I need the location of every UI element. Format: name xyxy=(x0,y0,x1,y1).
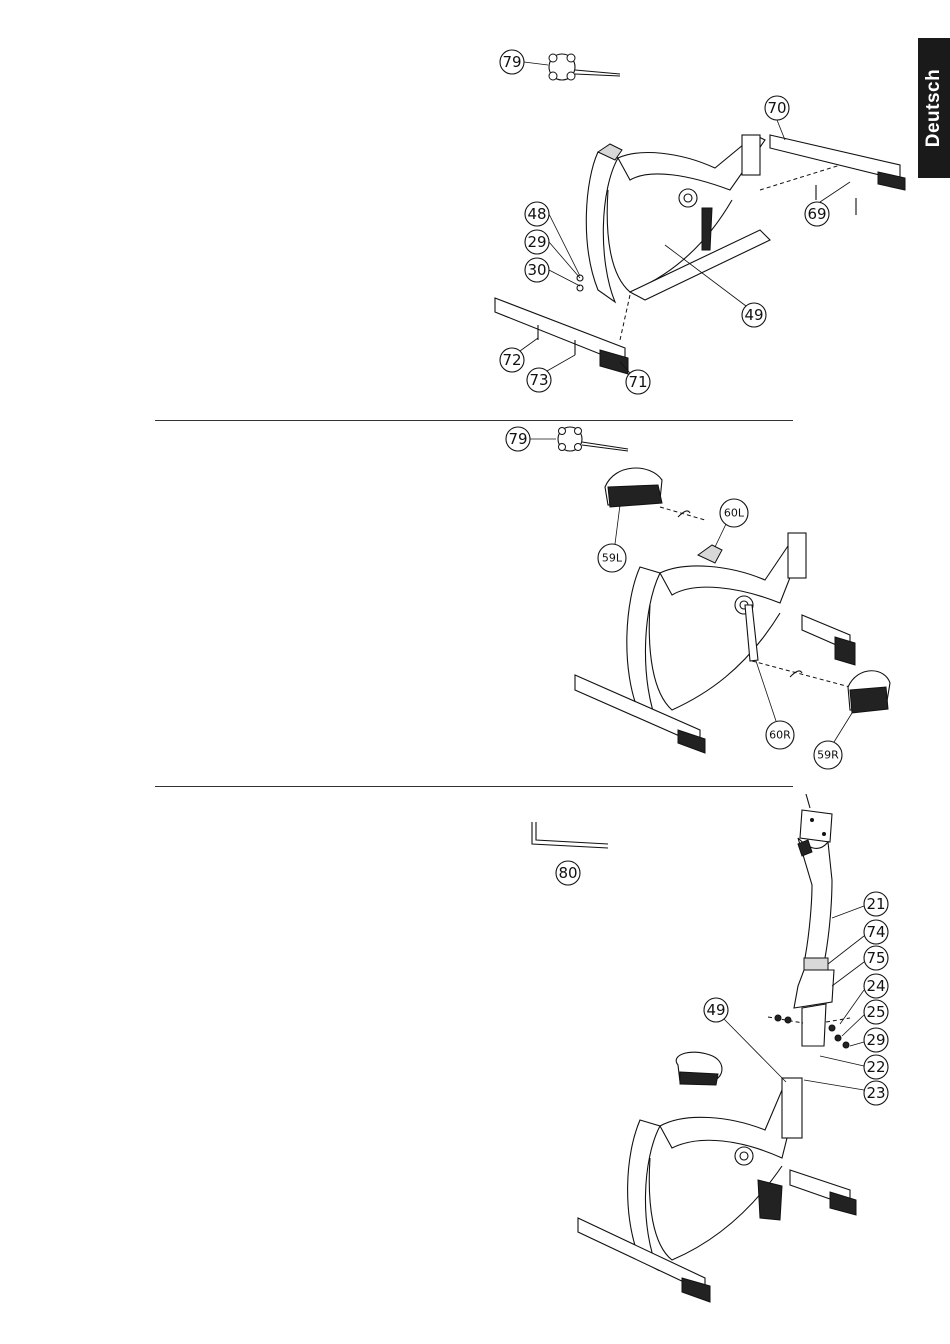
svg-text:79: 79 xyxy=(502,53,521,71)
part-label-60R: 60R xyxy=(766,721,794,749)
svg-text:29: 29 xyxy=(866,1031,885,1049)
svg-text:72: 72 xyxy=(502,351,521,369)
allen-key-icon xyxy=(532,822,608,848)
part-label-30: 30 xyxy=(525,258,549,282)
handlebar-post xyxy=(768,794,850,1048)
part-label-80: 80 xyxy=(556,861,580,885)
bike-frame xyxy=(586,135,850,340)
svg-text:70: 70 xyxy=(767,99,786,117)
cross-wrench-icon xyxy=(558,427,628,451)
svg-text:60L: 60L xyxy=(724,507,745,520)
svg-text:25: 25 xyxy=(866,1003,885,1021)
part-label-59L: 59L xyxy=(598,544,626,572)
svg-text:24: 24 xyxy=(866,977,885,995)
svg-text:59L: 59L xyxy=(602,552,623,565)
part-label-74: 74 xyxy=(864,920,888,944)
svg-text:22: 22 xyxy=(866,1058,885,1076)
svg-text:30: 30 xyxy=(527,261,546,279)
part-label-59R: 59R xyxy=(814,741,842,769)
part-label-48: 48 xyxy=(525,202,549,226)
rear-stabilizer xyxy=(770,135,905,215)
svg-text:75: 75 xyxy=(866,949,885,967)
svg-text:49: 49 xyxy=(744,306,763,324)
part-label-22: 22 xyxy=(864,1055,888,1079)
right-pedal xyxy=(848,671,890,713)
part-label-73: 73 xyxy=(527,368,551,392)
part-label-23: 23 xyxy=(864,1081,888,1105)
part-label-24: 24 xyxy=(864,974,888,998)
svg-text:21: 21 xyxy=(866,895,885,913)
cross-wrench-icon xyxy=(549,54,620,80)
step3-illustration: 80 21 74 75 24 25 29 22 23 xyxy=(520,790,920,1330)
svg-text:23: 23 xyxy=(866,1084,885,1102)
step1-illustration: 79 70 48 29 30 69 49 72 73 xyxy=(480,40,930,410)
part-label-70: 70 xyxy=(765,96,789,120)
part-label-69: 69 xyxy=(805,202,829,226)
part-label-79: 79 xyxy=(500,50,524,74)
part-label-21: 21 xyxy=(864,892,888,916)
svg-text:48: 48 xyxy=(527,205,546,223)
svg-text:80: 80 xyxy=(558,864,577,882)
svg-text:59R: 59R xyxy=(817,749,839,762)
svg-text:79: 79 xyxy=(508,430,527,448)
svg-text:74: 74 xyxy=(866,923,885,941)
svg-text:69: 69 xyxy=(807,205,826,223)
svg-text:60R: 60R xyxy=(769,729,791,742)
part-label-60L: 60L xyxy=(720,499,748,527)
part-label-71: 71 xyxy=(626,370,650,394)
bike-assembled xyxy=(578,1052,856,1302)
part-label-79: 79 xyxy=(506,427,530,451)
svg-text:71: 71 xyxy=(628,373,647,391)
part-label-29: 29 xyxy=(864,1028,888,1052)
step2-illustration: 79 60L 59L 60R 59R xyxy=(490,425,910,775)
part-label-49: 49 xyxy=(704,998,728,1022)
svg-text:73: 73 xyxy=(529,371,548,389)
part-label-25: 25 xyxy=(864,1000,888,1024)
part-label-29: 29 xyxy=(525,230,549,254)
part-label-49: 49 xyxy=(742,303,766,327)
svg-text:49: 49 xyxy=(706,1001,725,1019)
section-divider-2 xyxy=(155,786,793,787)
part-label-72: 72 xyxy=(500,348,524,372)
svg-text:29: 29 xyxy=(527,233,546,251)
section-divider-1 xyxy=(155,420,793,421)
part-label-75: 75 xyxy=(864,946,888,970)
